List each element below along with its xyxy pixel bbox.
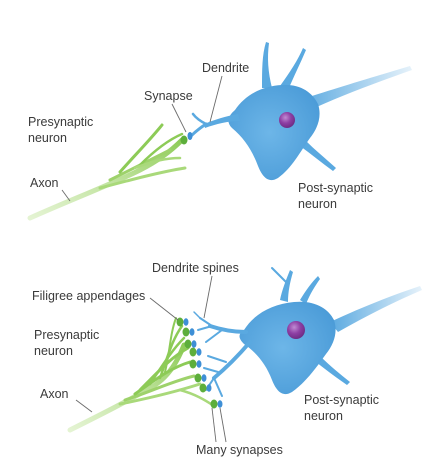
bottom-dendrite-twig-3 [205,329,223,343]
top-presynaptic-neuron [27,123,193,221]
filigree-oval-1 [176,317,184,327]
top-synapse-label: Synapse [144,89,193,103]
bottom-dendrite-twig-8 [193,311,201,319]
top-synapse-green [180,135,188,145]
bottom-neuron-upper-branch-2 [300,276,320,304]
bottom-dendrite-shaft-upper [208,324,248,334]
bottom-dendrite-twig-4 [207,355,227,363]
bottom-neuron-upper-twig [271,267,287,283]
bottom-presynaptic-neuron [67,317,223,433]
bottom-axon-branch-8 [178,388,216,408]
filigree-oval-6 [194,373,202,383]
bottom-nucleus [287,321,305,339]
bottom-neuron-lower-branch [316,356,350,385]
bottom-presynaptic-label-1: Presynaptic [34,328,99,342]
bottom-dendrite-twig-7 [213,377,223,397]
top-neuron-soma [228,84,320,181]
synapse-dot-3 [191,340,197,348]
bottom-dendrite-spines-label: Dendrite spines [152,261,239,275]
synapse-dot-7 [206,384,212,392]
filigree-oval-8 [210,399,218,409]
bottom-neuron-long-dendrite [330,286,422,332]
top-axon-branch-4 [138,132,184,167]
filigree-appendages [176,317,218,409]
top-leader-lines [61,75,223,202]
synapse-dot-6 [201,374,207,382]
bottom-neuron-upper-branch [280,270,293,302]
top-postsynaptic-label-2: neuron [298,197,337,211]
axon-leader-top [61,189,71,202]
top-dendrite-branch-b [191,112,208,126]
top-presynaptic-label-1: Presynaptic [28,115,93,129]
bottom-many-synapses-label: Many synapses [196,443,283,457]
bottom-neuron-soma [239,301,336,395]
synapse-dot-8 [217,400,223,408]
synapse-leader [171,103,187,133]
many-synapse-dots [183,318,223,408]
bottom-dendrite-twig-2 [197,325,213,331]
filigree-oval-3 [184,339,192,349]
many-synapses-leader-2 [219,407,227,443]
filigree-oval-5 [189,359,197,369]
top-synapse-blue [187,132,193,140]
bottom-axon-trunk [67,342,187,433]
top-axon-label: Axon [30,176,59,190]
synapse-dot-4 [196,348,202,356]
top-panel: Dendrite Synapse Presynaptic neuron Axon… [27,42,412,221]
filigree-oval-7 [199,383,207,393]
bottom-filigree-label: Filigree appendages [32,289,145,303]
filigree-oval-2 [182,327,190,337]
top-postsynaptic-neuron [189,42,412,181]
top-dendrite-shaft [204,114,240,128]
synapse-dot-5 [196,360,202,368]
top-axon-branch-1 [98,166,187,190]
axon-leader-bottom [75,399,93,413]
top-neuron-upper-branch-2 [280,48,306,90]
bottom-axon-branch-2 [123,374,196,402]
bottom-axon-label: Axon [40,387,69,401]
top-neuron-long-dendrite [300,66,412,110]
bottom-panel: Dendrite spines Filigree appendages Pres… [32,261,422,457]
top-dendrite-label: Dendrite [202,61,249,75]
bottom-dendrite-shaft-lower [212,340,252,380]
top-axon-branch-3 [118,123,164,174]
many-synapses-leader-1 [211,407,217,443]
bottom-postsynaptic-neuron [193,267,422,397]
top-neuron-upper-branch [262,42,272,88]
dendrite-leader [209,75,223,123]
synapse-dot-1 [183,318,189,326]
bottom-presynaptic-label-2: neuron [34,344,73,358]
filigree-oval-4 [189,347,197,357]
bottom-postsynaptic-label-2: neuron [304,409,343,423]
bottom-axon-branch-1 [118,382,202,406]
bottom-postsynaptic-label-1: Post-synaptic [304,393,379,407]
top-dendrite-branch-a [189,122,208,138]
bottom-axon-branch-7 [164,317,177,373]
top-presynaptic-label-2: neuron [28,131,67,145]
top-postsynaptic-label-1: Post-synaptic [298,181,373,195]
bottom-dendrite-twig-5 [203,367,219,373]
bottom-dendrite-twig-1 [199,317,213,327]
top-nucleus [279,112,295,128]
synapse-dot-2 [189,328,195,336]
filigree-leader [149,297,179,321]
top-axon-branch-5 [133,156,182,170]
dendrite-spines-leader [203,275,213,319]
bottom-leader-lines [75,275,227,443]
top-neuron-lower-branch [300,140,336,171]
